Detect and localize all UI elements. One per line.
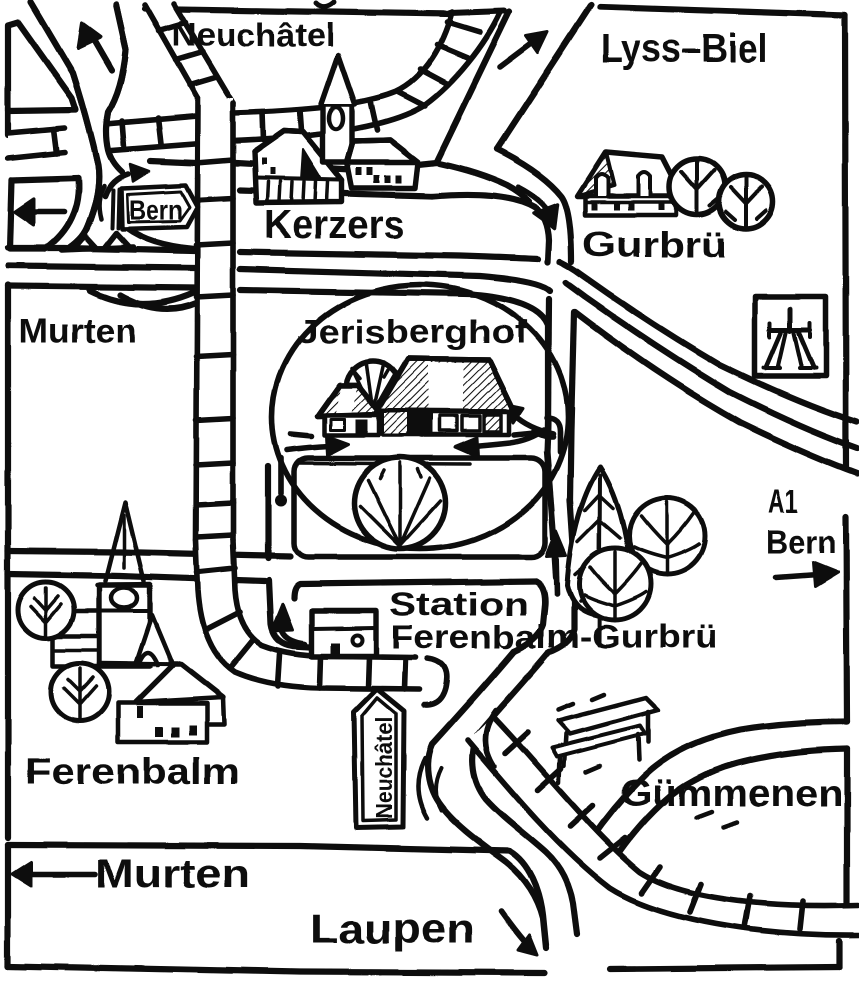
svg-text:Gurbrü: Gurbrü <box>583 224 727 265</box>
svg-text:Ferenbalm: Ferenbalm <box>25 751 240 792</box>
svg-text:Bern: Bern <box>129 194 183 225</box>
svg-text:Station: Station <box>389 586 529 622</box>
svg-text:Jerisberghof: Jerisberghof <box>297 313 528 350</box>
svg-text:Ferenbalm-Gurbrü: Ferenbalm-Gurbrü <box>391 618 718 655</box>
svg-text:Neuchâtel: Neuchâtel <box>371 717 397 819</box>
svg-text:Laupen: Laupen <box>310 905 475 952</box>
svg-text:Lyss–Biel: Lyss–Biel <box>601 27 767 71</box>
svg-text:Murten: Murten <box>19 312 137 350</box>
svg-text:A1: A1 <box>768 483 798 520</box>
svg-text:Kerzers: Kerzers <box>264 203 405 247</box>
svg-text:Bern: Bern <box>766 524 836 560</box>
svg-text:Gümmenen: Gümmenen <box>620 773 843 815</box>
svg-text:Neuchâtel: Neuchâtel <box>172 17 335 53</box>
svg-text:Murten: Murten <box>95 852 250 896</box>
